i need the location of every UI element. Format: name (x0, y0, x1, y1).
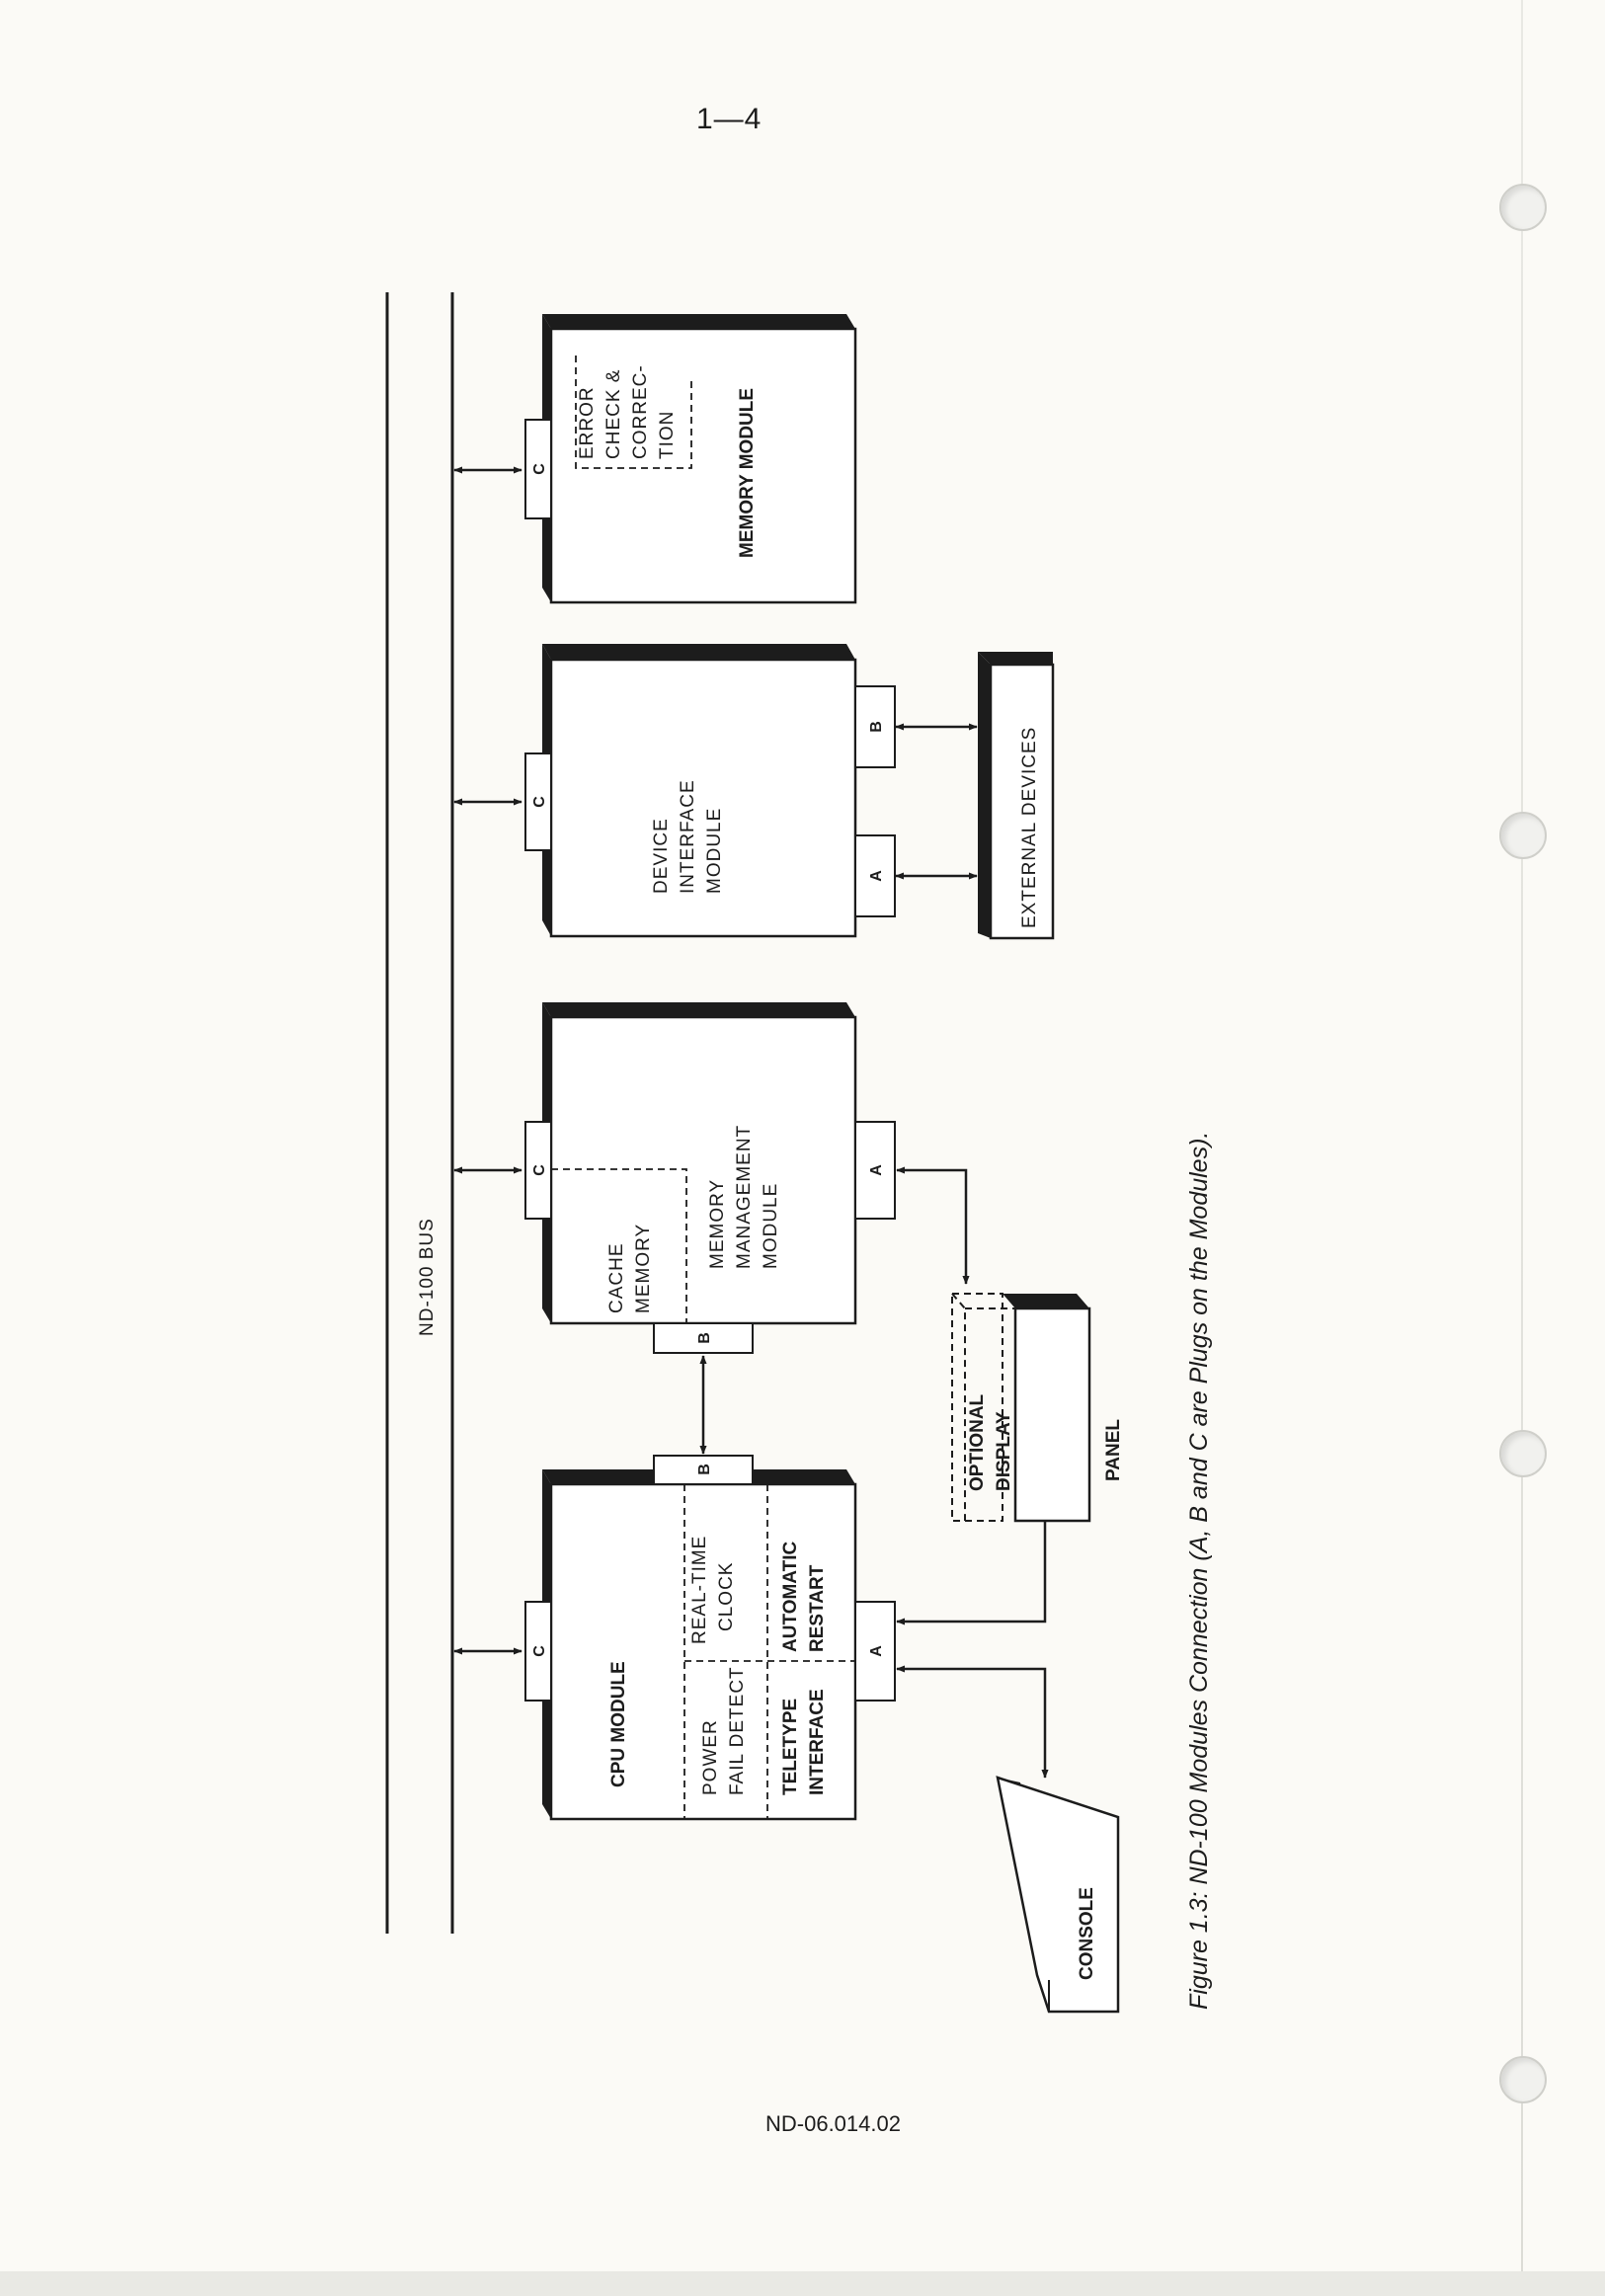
real-time-clock-line-2: CLOCK (716, 1562, 737, 1631)
console: CONSOLE (996, 1776, 1120, 2014)
plug-c (524, 1121, 552, 1220)
figure-caption: Figure 1.3: ND-100 Modules Connection (A… (1185, 1132, 1213, 2010)
console-label: CONSOLE (1077, 1887, 1097, 1980)
optional-display-line-2: DISPLAY (994, 1411, 1014, 1491)
ecc-line-3: CORREC- (630, 364, 651, 459)
panel-connections (896, 1166, 1049, 1779)
plug-a (854, 834, 896, 917)
plug-a (854, 1121, 896, 1220)
bus-connections (453, 466, 522, 1655)
dim-title-line-2: INTERFACE (678, 779, 698, 894)
plug-label: B (696, 1332, 713, 1344)
ecc-line-2: CHECK & (603, 369, 624, 459)
external-devices-label: EXTERNAL DEVICES (1019, 727, 1040, 928)
plug-b (653, 1322, 754, 1354)
cache-memory-line-1: CACHE (606, 1242, 627, 1313)
binder-hole-icon (1499, 2056, 1547, 2103)
auto-restart-line-2: RESTART (807, 1564, 828, 1652)
memory-management-module: C A B CACHE MEMORY MEMORY MANAGEMENT MOD… (524, 1002, 896, 1354)
page-bottom-edge (0, 2271, 1605, 2296)
cpu-module: B C A CPU MODULE POWER FAIL DETECT REAL-… (524, 1455, 896, 1821)
nd100-bus: ND-100 BUS (385, 292, 454, 1934)
binder-hole-icon (1499, 184, 1547, 231)
plug-label: A (868, 1645, 885, 1657)
plug-c (524, 752, 552, 851)
cpu-module-title: CPU MODULE (608, 1661, 629, 1787)
plug-c (524, 1601, 552, 1702)
dim-title-line-1: DEVICE (651, 818, 672, 894)
plug-label: B (696, 1464, 713, 1475)
ecc-line-1: ERROR (577, 386, 598, 459)
panel: OPTIONAL DISPLAY PANEL (951, 1293, 1124, 1523)
external-devices: EXTERNAL DEVICES (895, 652, 1055, 940)
mmm-title-line-3: MODULE (761, 1183, 781, 1269)
plug-label: C (531, 463, 548, 475)
binder-hole-icon (1499, 812, 1547, 859)
plug-a (854, 1601, 896, 1702)
panel-label: PANEL (1103, 1419, 1124, 1481)
auto-restart-line-1: AUTOMATIC (780, 1541, 801, 1652)
power-fail-line-2: FAIL DETECT (727, 1666, 748, 1795)
plug-b (653, 1455, 754, 1485)
plug-label: A (868, 870, 885, 882)
real-time-clock-line-1: REAL-TIME (689, 1536, 710, 1644)
device-interface-module: C B A DEVICE INTERFACE MODULE (524, 644, 896, 938)
plug-label: C (531, 1164, 548, 1176)
plug-label: C (531, 1645, 548, 1657)
cache-memory-line-2: MEMORY (633, 1224, 654, 1313)
mmm-title-line-1: MEMORY (707, 1179, 728, 1269)
page-edge (1521, 0, 1523, 2296)
binder-hole-icon (1499, 1430, 1547, 1477)
teletype-line-2: INTERFACE (807, 1689, 828, 1795)
mmm-title-line-2: MANAGEMENT (734, 1125, 755, 1269)
power-fail-line-1: POWER (700, 1719, 721, 1795)
ecc-line-4: TION (657, 411, 678, 459)
page-number: 1—4 (696, 103, 762, 135)
memory-module: C ERROR CHECK & CORREC- TION MEMORY MODU… (524, 314, 857, 604)
plug-c (524, 419, 552, 519)
document-number: ND-06.014.02 (765, 2111, 901, 2136)
bus-label: ND-100 BUS (417, 1218, 438, 1336)
plug-label: A (868, 1164, 885, 1176)
optional-display-line-1: OPTIONAL (967, 1393, 988, 1491)
teletype-line-1: TELETYPE (780, 1699, 801, 1795)
plug-label: C (531, 796, 548, 808)
memory-module-title: MEMORY MODULE (737, 388, 758, 558)
dim-title-line-3: MODULE (704, 808, 725, 894)
plug-b (854, 685, 896, 768)
plug-label: B (868, 721, 885, 733)
